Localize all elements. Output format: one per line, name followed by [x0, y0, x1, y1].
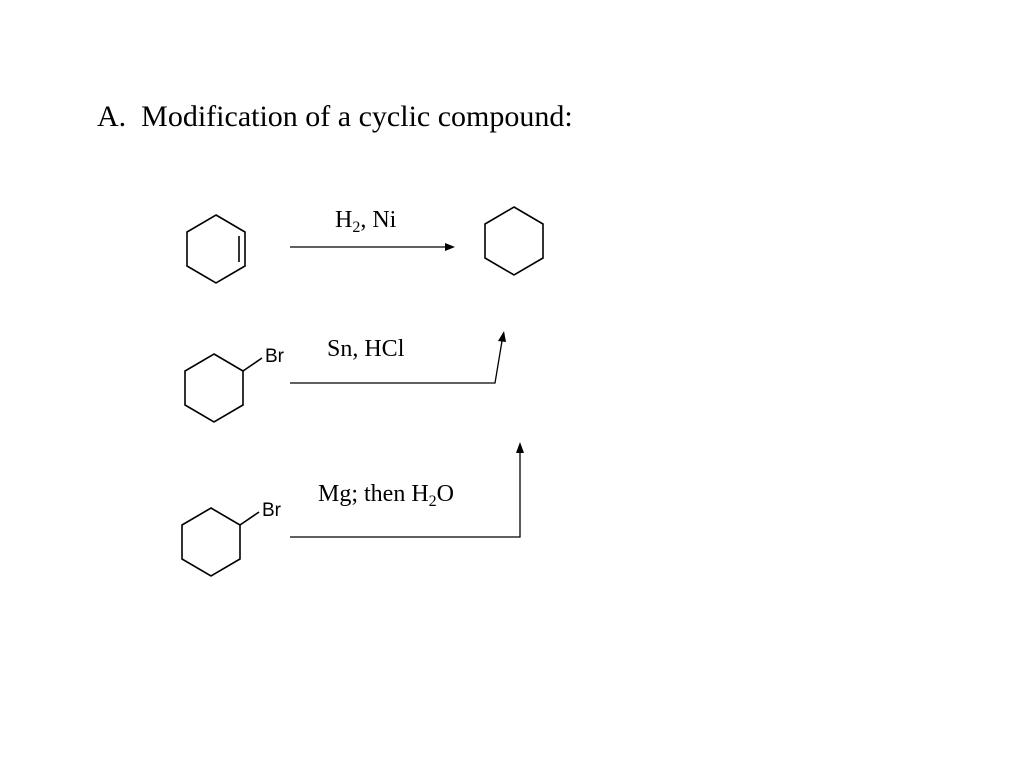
- reagent-3-main: Mg; then H: [318, 481, 429, 507]
- arrow-2-shaft: [290, 340, 503, 384]
- bromine-label-2: Br: [262, 500, 282, 521]
- reagent-3-tail: O: [437, 481, 454, 507]
- bromocyclohexane-structure-2: Br: [181, 500, 282, 577]
- arrow-1-head: [445, 243, 455, 251]
- bromocyclohexane-ring-1: [184, 353, 244, 423]
- reagent-1-subscript: 2: [352, 219, 360, 236]
- bromocyclohexane-ring-2: [181, 507, 241, 577]
- reagent-label-3: Mg; then H2O: [318, 481, 454, 510]
- arrow-3-head: [516, 442, 524, 453]
- cyclohexene-ring: [186, 214, 246, 284]
- c-br-bond-2: [239, 511, 260, 526]
- bromine-label-1: Br: [265, 346, 285, 367]
- reaction-arrow-3: [290, 442, 524, 538]
- reagent-label-1: H2, Ni: [335, 207, 397, 236]
- reaction-arrow-1: [290, 243, 455, 251]
- reaction-1: H2, Ni: [186, 206, 544, 284]
- bromocyclohexane-structure-1: Br: [184, 346, 285, 423]
- reagent-1-tail: , Ni: [360, 207, 396, 233]
- arrow-3-shaft: [290, 452, 521, 538]
- reaction-3: Br Mg; then H2O: [181, 442, 524, 577]
- cyclohexane-ring: [484, 206, 544, 276]
- cyclohexane-product-structure: [484, 206, 544, 276]
- arrow-2-head: [498, 331, 506, 342]
- reaction-arrow-2: [290, 331, 506, 384]
- reagent-label-2: Sn, HCl: [327, 336, 405, 362]
- cyclohexene-structure: [186, 214, 246, 284]
- reagent-3-subscript: 2: [429, 493, 437, 510]
- reaction-2: Br Sn, HCl: [184, 331, 506, 423]
- c-br-bond-1: [242, 357, 263, 372]
- slide-heading: A. Modification of a cyclic compound:: [97, 100, 573, 133]
- reagent-1-main: H: [335, 207, 352, 233]
